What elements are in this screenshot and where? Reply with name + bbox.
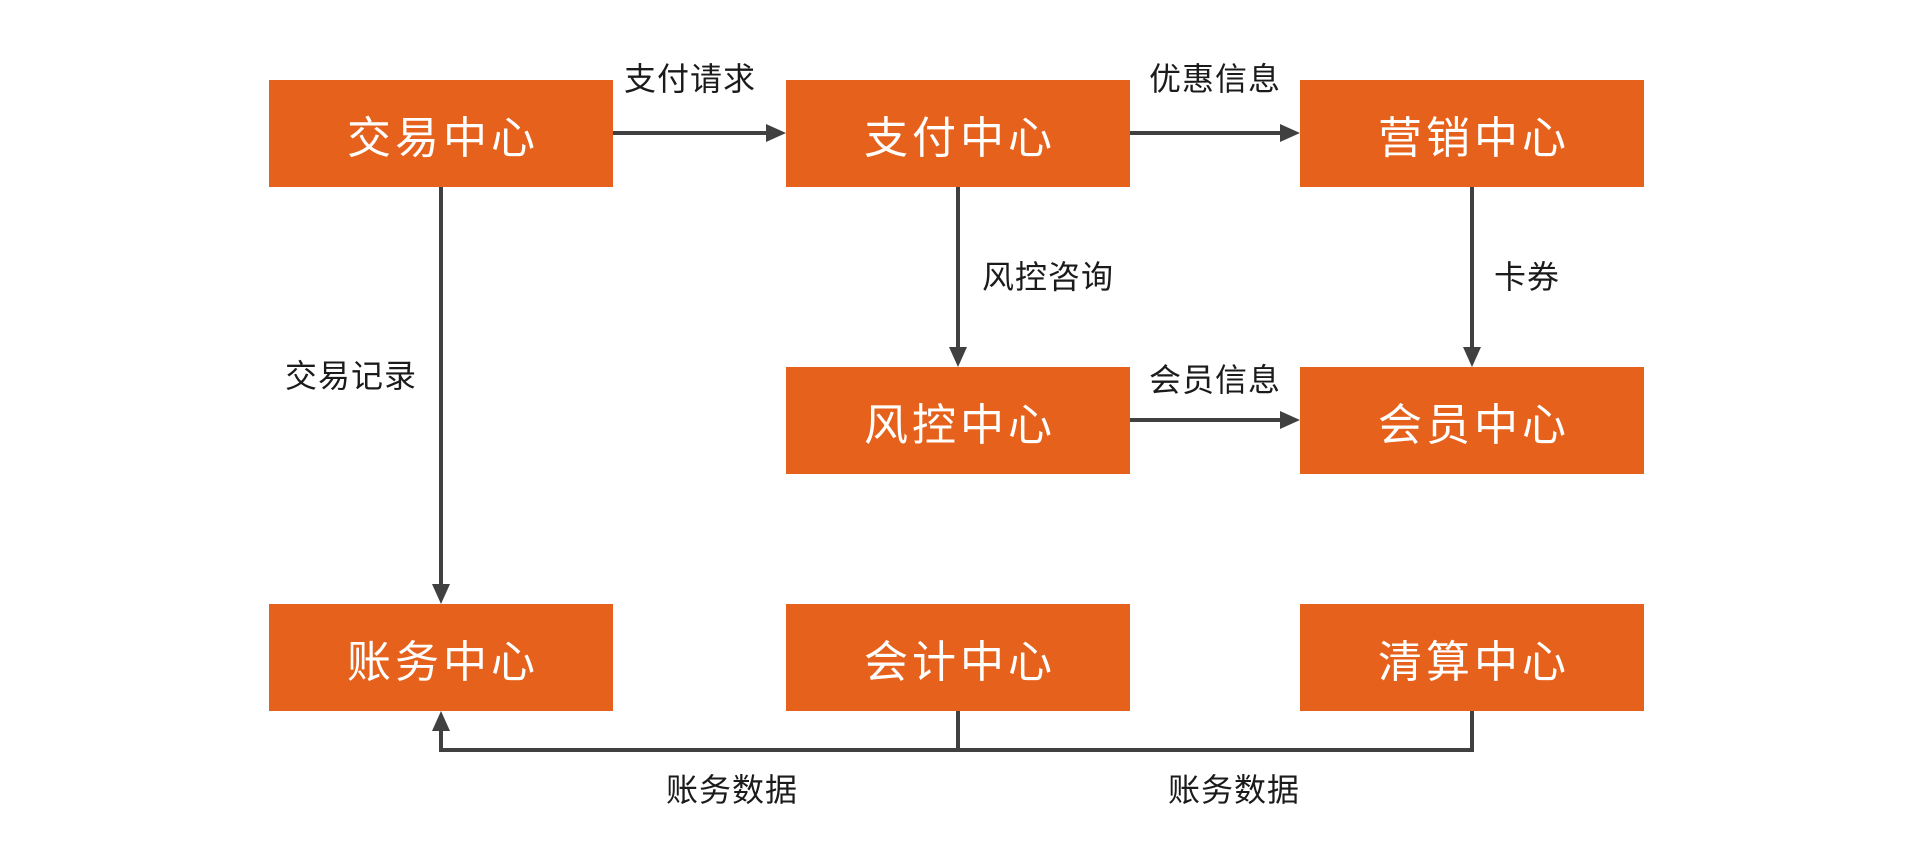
- edge-label-billing-data-left: 账务数据: [665, 772, 798, 808]
- edge-label-trade-record: 交易记录: [284, 358, 417, 394]
- edge-member-info-line: [1130, 418, 1282, 422]
- edge-coupon-line: [1470, 187, 1474, 349]
- edge-label-member-info: 会员信息: [1148, 362, 1281, 398]
- edge-billing-data-accounting-drop-line: [956, 711, 960, 752]
- node-accounting-center: 会计中心: [786, 604, 1130, 711]
- edge-billing-data-horizontal-line: [439, 748, 1474, 752]
- node-billing-center: 账务中心: [269, 604, 613, 711]
- node-payment-center: 支付中心: [786, 80, 1130, 187]
- node-risk-center: 风控中心: [786, 367, 1130, 474]
- node-member-center: 会员中心: [1300, 367, 1644, 474]
- edge-trade-record-arrowhead: [432, 584, 450, 604]
- edge-label-risk-consult: 风控咨询: [981, 259, 1114, 295]
- node-clearing-center: 清算中心: [1300, 604, 1644, 711]
- edge-payment-request-arrowhead: [766, 124, 786, 142]
- node-marketing-center: 营销中心: [1300, 80, 1644, 187]
- edge-label-payment-request: 支付请求: [623, 61, 756, 97]
- edge-label-discount-info: 优惠信息: [1148, 61, 1281, 97]
- edge-discount-info-arrowhead: [1280, 124, 1300, 142]
- edge-discount-info-line: [1130, 131, 1282, 135]
- edge-billing-data-rise-line: [439, 728, 443, 752]
- edge-label-billing-data-right: 账务数据: [1167, 772, 1300, 808]
- edge-coupon-arrowhead: [1463, 347, 1481, 367]
- edge-risk-consult-arrowhead: [949, 347, 967, 367]
- edge-payment-request-line: [613, 131, 768, 135]
- node-trade-center: 交易中心: [269, 80, 613, 187]
- edge-billing-data-arrowhead: [432, 711, 450, 731]
- edge-risk-consult-line: [956, 187, 960, 349]
- edge-label-coupon: 卡券: [1493, 259, 1560, 295]
- edge-trade-record-line: [439, 187, 443, 586]
- edge-billing-data-clearing-drop-line: [1470, 711, 1474, 752]
- edge-member-info-arrowhead: [1280, 411, 1300, 429]
